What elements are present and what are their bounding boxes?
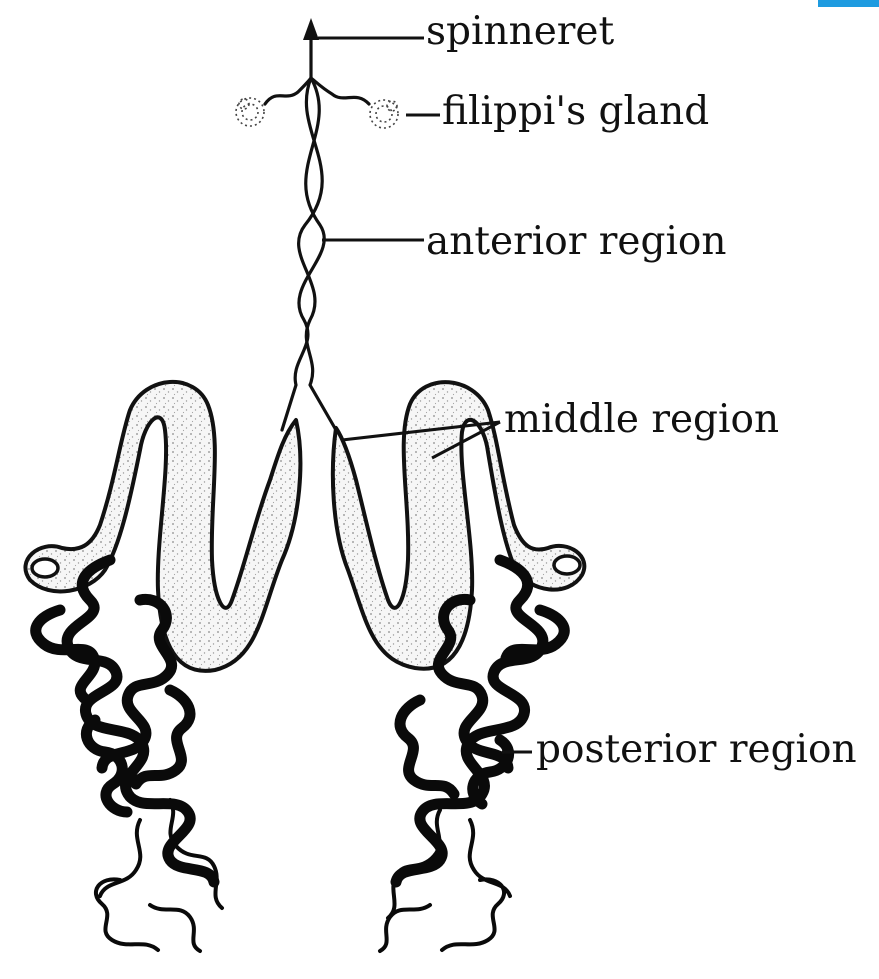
filippis-gland-right <box>311 78 398 128</box>
anterior-duct <box>282 78 336 430</box>
corner-tab <box>818 0 879 7</box>
filippis-gland-left <box>236 78 311 126</box>
spinneret <box>303 18 319 78</box>
label-filippis-gland: filippi's gland <box>442 89 709 134</box>
label-spinneret: spinneret <box>426 9 614 54</box>
label-middle-region: middle region <box>504 397 779 442</box>
label-posterior-region: posterior region <box>536 727 857 772</box>
label-anterior-region: anterior region <box>426 219 727 264</box>
